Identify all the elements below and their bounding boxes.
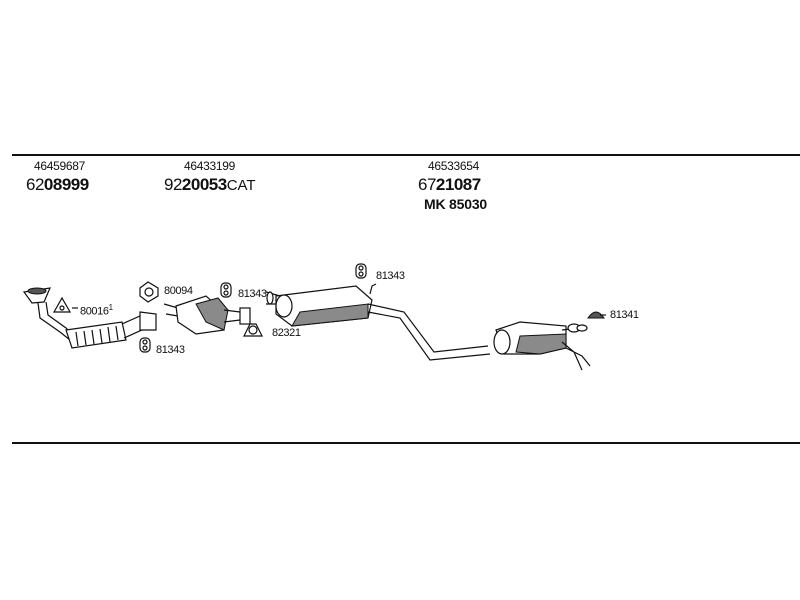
rubber-mount-hole	[358, 271, 364, 277]
part-code-front-pipe: 6208999	[26, 176, 89, 193]
part-number-mount-middle: 81343	[238, 288, 267, 300]
flex-section-ribs	[75, 325, 119, 347]
part-number-mount-top: 81343	[376, 270, 405, 282]
gasket-hole	[59, 305, 65, 311]
part-number-mount-rear: 81341	[610, 309, 639, 321]
rear-pipe	[367, 303, 491, 361]
bottom-divider	[12, 442, 800, 444]
rubber-mount-hole	[142, 339, 148, 345]
catalyst-shadow	[195, 297, 229, 331]
code-number: 21087	[435, 175, 481, 194]
part-code-catalyst: 9220053CAT	[164, 176, 256, 193]
rear-hanger-ring	[576, 324, 588, 332]
code-suffix: CAT	[226, 177, 256, 194]
part-code-rear-system: 6721087	[418, 176, 481, 193]
centre-muffler-shadow	[291, 303, 369, 327]
catalyst-outlet	[223, 309, 241, 323]
front-pipe-outlet-flange	[139, 311, 157, 331]
rubber-mount-hole	[223, 290, 229, 296]
code-number: 08999	[43, 175, 89, 194]
rubber-mount-hole	[358, 265, 364, 271]
rubber-mount-hole	[142, 345, 148, 351]
hanger-rod	[369, 283, 377, 295]
rear-muffler-end-cap	[493, 329, 511, 355]
front-pipe-drawing	[22, 287, 157, 349]
mounting-kit-code: MK 85030	[424, 196, 487, 212]
code-number: 20053	[181, 175, 227, 194]
flex-section	[65, 321, 127, 349]
catalyst-drawing	[163, 295, 251, 335]
clamp-ring	[248, 325, 258, 335]
code-prefix: 62	[26, 175, 44, 194]
flange-gasket-hole	[144, 287, 154, 297]
rubber-mount-icon-rear	[587, 311, 605, 319]
rear-muffler-drawing	[493, 321, 591, 371]
part-number-mount-lower: 81343	[156, 344, 185, 356]
gasket-triangle-icon	[52, 296, 72, 313]
catalyst-outlet-flange	[239, 307, 251, 325]
centre-muffler-drawing	[265, 283, 491, 361]
part-footnote-mark: 1	[108, 303, 113, 312]
front-pipe-opening	[27, 287, 47, 295]
rubber-mount-hole	[223, 284, 229, 290]
part-number: 80016	[80, 305, 109, 318]
rear-muffler-shadow	[515, 333, 567, 355]
top-divider	[12, 154, 800, 156]
centre-muffler-end-cap	[275, 294, 293, 318]
front-pipe-tube-upper	[37, 302, 71, 341]
oe-number-front-pipe: 46459687	[34, 159, 85, 173]
code-prefix: 92	[164, 175, 182, 194]
part-number-flange-gasket: 80094	[164, 285, 193, 297]
part-number-gasket: 800161	[80, 304, 113, 318]
part-number-clamp: 82321	[272, 327, 301, 339]
oe-number-catalyst: 46433199	[184, 159, 235, 173]
oe-number-rear-system: 46533654	[428, 159, 479, 173]
centre-pipe-inlet-end	[266, 291, 274, 305]
code-prefix: 67	[418, 175, 436, 194]
